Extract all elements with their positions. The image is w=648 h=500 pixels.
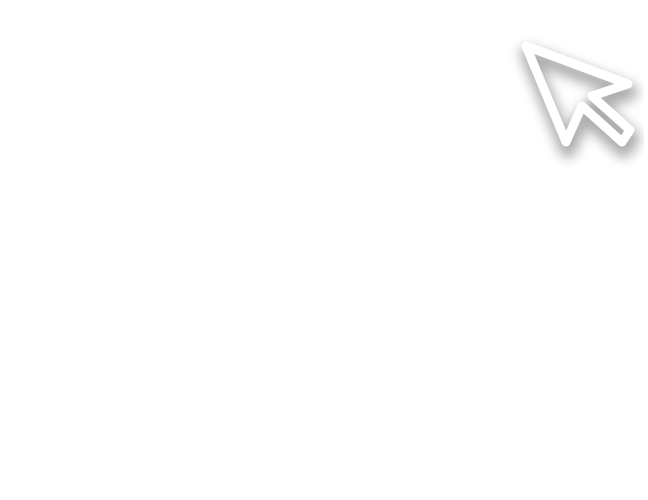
mouse-pointer-icon	[508, 34, 644, 174]
